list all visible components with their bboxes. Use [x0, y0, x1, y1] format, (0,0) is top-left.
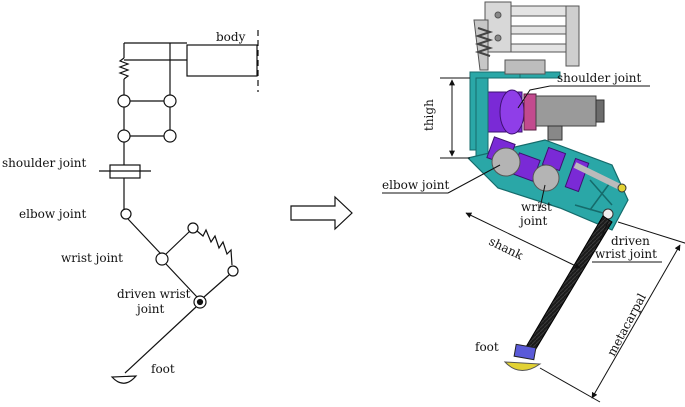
label-model-wrist-line1: wrist	[521, 200, 552, 214]
wrist-joint-hub	[532, 164, 560, 192]
wrist-joint-node	[155, 252, 169, 266]
metacarpal-tube	[525, 215, 613, 353]
upper-spring	[118, 57, 130, 80]
label-model-shoulder-joint: shoulder joint	[557, 71, 642, 85]
label-model-shank: shank	[487, 234, 526, 263]
foot-pad	[503, 361, 542, 371]
dimension-lines	[382, 77, 685, 403]
leg-3d-model	[466, 1, 629, 371]
label-driven-wrist-line1: driven wrist	[117, 287, 191, 301]
label-wrist-joint: wrist joint	[61, 251, 123, 265]
mounting-bracket	[473, 1, 580, 71]
link-joint-2	[163, 94, 177, 108]
label-elbow-joint: elbow joint	[19, 207, 86, 221]
linkage-node-top	[187, 222, 199, 234]
foot-shape	[110, 375, 138, 384]
label-model-driven-line2: wrist joint	[595, 247, 657, 261]
label-foot: foot	[151, 362, 175, 376]
link-joint-4	[163, 129, 177, 143]
elbow-joint-node	[120, 208, 132, 220]
elbow-joint-hub	[491, 147, 521, 177]
label-model-metacarpal: metacarpal	[604, 291, 649, 358]
leg-schematic	[99, 30, 259, 384]
label-shoulder-joint: shoulder joint	[2, 156, 87, 170]
link-joint-1	[117, 94, 131, 108]
label-model-foot: foot	[475, 340, 499, 354]
label-model-thigh: thigh	[422, 99, 436, 131]
label-model-elbow-joint: elbow joint	[382, 178, 449, 192]
label-model-wrist-line2: joint	[518, 214, 548, 228]
wrist-spring	[196, 228, 233, 266]
label-model-driven-line1: driven	[611, 234, 650, 248]
label-driven-wrist-line2: joint	[135, 302, 165, 316]
transform-arrow	[290, 195, 353, 231]
link-joint-3	[117, 129, 131, 143]
body-block	[186, 44, 258, 77]
linkage-node-right	[227, 265, 239, 277]
label-body: body	[216, 30, 246, 44]
schematic-labels: body shoulder joint elbow joint wrist jo…	[2, 30, 246, 376]
